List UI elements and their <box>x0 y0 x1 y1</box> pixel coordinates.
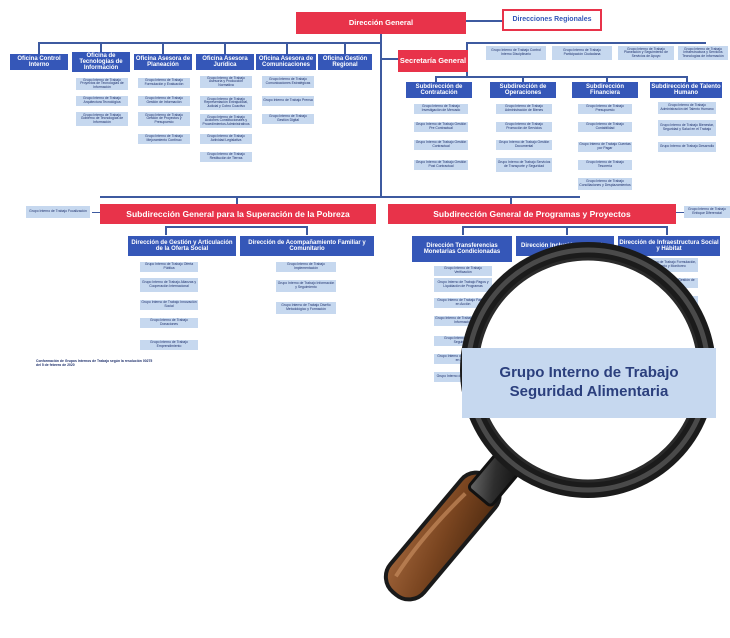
dir-group[interactable]: Grupo Interno de Trabajo Alianzas y Coop… <box>140 278 198 292</box>
office-group[interactable]: Grupo Interno de Trabajo Representación … <box>200 96 252 110</box>
office-group[interactable]: Grupo Interno de Trabajo Arquitectura Te… <box>76 96 128 106</box>
office-group[interactable]: Grupo Interno de Trabajo Gestión Digital <box>262 114 314 124</box>
office-group[interactable]: Grupo Interno de Trabajo Mejoramiento Co… <box>138 134 190 144</box>
regional-group[interactable]: Grupo Interno de Trabajo Infraestructura… <box>678 46 728 60</box>
subdireccion-financiera[interactable]: Subdirección Financiera <box>572 82 638 98</box>
sub-group[interactable]: Grupo Interno de Trabajo Tesorería <box>578 160 632 170</box>
sub-group[interactable]: Grupo Interno de Trabajo Gestión Documen… <box>496 140 552 150</box>
sub-group[interactable]: Grupo Interno de Trabajo Gestión Contrac… <box>414 140 468 150</box>
dir-group[interactable]: Grupo Interno de Trabajo Diseño Metodoló… <box>276 302 336 314</box>
sub-group[interactable]: Grupo Interno de Trabajo Presupuesto <box>578 104 632 114</box>
magnified-line-2: Seguridad Alimentaria <box>509 383 669 400</box>
sub-group[interactable]: Grupo Interno de Trabajo Administración … <box>658 102 716 114</box>
oficina-tecnologias[interactable]: Oficina de Tecnologías de Información <box>72 52 130 72</box>
oficina-control-interno[interactable]: Oficina Control Interno <box>10 54 68 70</box>
office-group[interactable]: Grupo Interno de Trabajo Actividad Legis… <box>200 134 252 144</box>
sg-programas-proyectos[interactable]: Subdirección General de Programas y Proy… <box>388 204 676 224</box>
regional-group[interactable]: Grupo Interno de Trabajo Planeación y Se… <box>618 46 674 60</box>
office-group[interactable]: Grupo Interno de Trabajo Asesoría y Prod… <box>200 76 252 88</box>
sub-group[interactable]: Grupo Interno de Trabajo Cuentas por Pag… <box>578 142 632 152</box>
oficina-planeacion[interactable]: Oficina Asesora de Planeación <box>134 54 192 70</box>
sub-group[interactable]: Grupo Interno de Trabajo Servicios de Tr… <box>496 158 552 172</box>
dir-group[interactable]: Grupo Interno de Trabajo Familias en Acc… <box>434 298 492 308</box>
dir-group[interactable]: Grupo Interno de Trabajo Emprendimiento <box>140 340 198 350</box>
sub-group[interactable]: Grupo Interno de Trabajo Administración … <box>496 104 552 114</box>
subdireccion-operaciones[interactable]: Subdirección de Operaciones <box>490 82 556 98</box>
direccion-infraestructura[interactable]: Dirección de Infraestructura Social y Há… <box>618 236 720 256</box>
office-group[interactable]: Grupo Interno de Trabajo Gestión de Info… <box>138 96 190 106</box>
subdireccion-talento-humano[interactable]: Subdirección de Talento Humano <box>650 82 722 98</box>
sub-group[interactable]: Grupo Interno de Trabajo Investigación d… <box>414 104 468 114</box>
office-group[interactable]: Grupo Interno de Trabajo Prensa <box>262 96 314 106</box>
subdireccion-contratacion[interactable]: Subdirección de Contratación <box>406 82 472 98</box>
office-group[interactable]: Grupo Interno de Trabajo Acciones Consti… <box>200 114 252 128</box>
office-group[interactable]: Grupo Interno de Trabajo Comunicaciones … <box>262 76 314 88</box>
dir-group[interactable]: Grupo Interno de Trabajo Implementación <box>276 262 336 272</box>
direccion-general-label: Dirección General <box>348 18 414 28</box>
dir-group[interactable]: Grupo Interno de Trabajo Donaciones <box>140 318 198 328</box>
direcciones-regionales-label: Direcciones Regionales <box>512 16 592 24</box>
sg-superacion-pobreza[interactable]: Subdirección General para la Superación … <box>100 204 376 224</box>
office-group[interactable]: Grupo Interno de Trabajo Proyectos de Te… <box>76 78 128 90</box>
dir-group[interactable]: Grupo Interno de Trabajo Sistema de Info… <box>434 316 492 326</box>
oficina-gestion-regional[interactable]: Oficina Gestión Regional <box>318 54 372 70</box>
sub-group[interactable]: Grupo Interno de Trabajo Conciliaciones … <box>578 178 632 190</box>
sub-group[interactable]: Grupo Interno de Trabajo Bienestar, Segu… <box>658 120 716 136</box>
direcciones-regionales-box[interactable]: Direcciones Regionales <box>502 9 602 31</box>
direccion-transferencias[interactable]: Dirección Transferencias Monetarias Cond… <box>412 236 512 262</box>
oficina-comunicaciones[interactable]: Oficina Asesora de Comunicaciones <box>256 54 316 70</box>
focalizacion-group[interactable]: Grupo Interno de Trabajo Focalización <box>26 206 90 218</box>
office-group[interactable]: Grupo Interno de Trabajo Gestión de Proy… <box>138 112 190 126</box>
sub-group[interactable]: Grupo Interno de Trabajo Desarrollo <box>658 142 716 152</box>
secretaria-general-box[interactable]: Secretaría General <box>398 50 468 72</box>
footnote: Conformación de Grupos Internos de Traba… <box>36 359 153 367</box>
direccion-general-box[interactable]: Dirección General <box>296 12 466 34</box>
secretaria-general-label: Secretaría General <box>399 56 467 66</box>
magnified-line-1: Grupo Interno de Trabajo <box>499 364 679 382</box>
office-group[interactable]: Grupo Interno de Trabajo Gobierno de Tec… <box>76 112 128 126</box>
direccion-gestion-oferta[interactable]: Dirección de Gestión y Articulación de l… <box>128 236 236 256</box>
dir-group[interactable]: Grupo Interno de Trabajo Información y S… <box>276 280 336 292</box>
enfoque-diferencial-group[interactable]: Grupo Interno de Trabajo Enfoque Diferen… <box>684 206 730 218</box>
dir-group[interactable]: Grupo Interno de Trabajo Oferta Pública <box>140 262 198 272</box>
office-group[interactable]: Grupo Interno de Trabajo Restitución de … <box>200 152 252 162</box>
oficina-juridica[interactable]: Oficina Asesora Jurídica <box>196 54 254 70</box>
sub-group[interactable]: Grupo Interno de Trabajo Gestión Post Co… <box>414 160 468 170</box>
regional-group[interactable]: Grupo Interno de Trabajo Participación C… <box>552 46 612 60</box>
office-group[interactable]: Grupo Interno de Trabajo Formulación y E… <box>138 78 190 88</box>
dir-group[interactable]: Grupo Interno de Trabajo Innovación Soci… <box>140 300 198 310</box>
sub-group[interactable]: Grupo Interno de Trabajo Gestión Pre Con… <box>414 122 468 132</box>
sub-group[interactable]: Grupo Interno de Trabajo Contabilidad <box>578 122 632 132</box>
magnified-group-box[interactable]: Grupo Interno de Trabajo Seguridad Alime… <box>462 348 716 418</box>
sub-group[interactable]: Grupo Interno de Trabajo Promoción de Se… <box>496 122 552 132</box>
dir-group[interactable]: Grupo Interno de Trabajo Seguimiento <box>434 336 492 346</box>
dir-group[interactable]: Grupo Interno de Trabajo Verificación <box>434 266 492 276</box>
direccion-acompanamiento[interactable]: Dirección de Acompañamiento Familiar y C… <box>240 236 374 256</box>
dir-group[interactable]: Grupo Interno de Trabajo Pagos y Liquida… <box>434 278 492 292</box>
regional-group[interactable]: Grupo Interno de Trabajo Control Interno… <box>486 46 546 60</box>
